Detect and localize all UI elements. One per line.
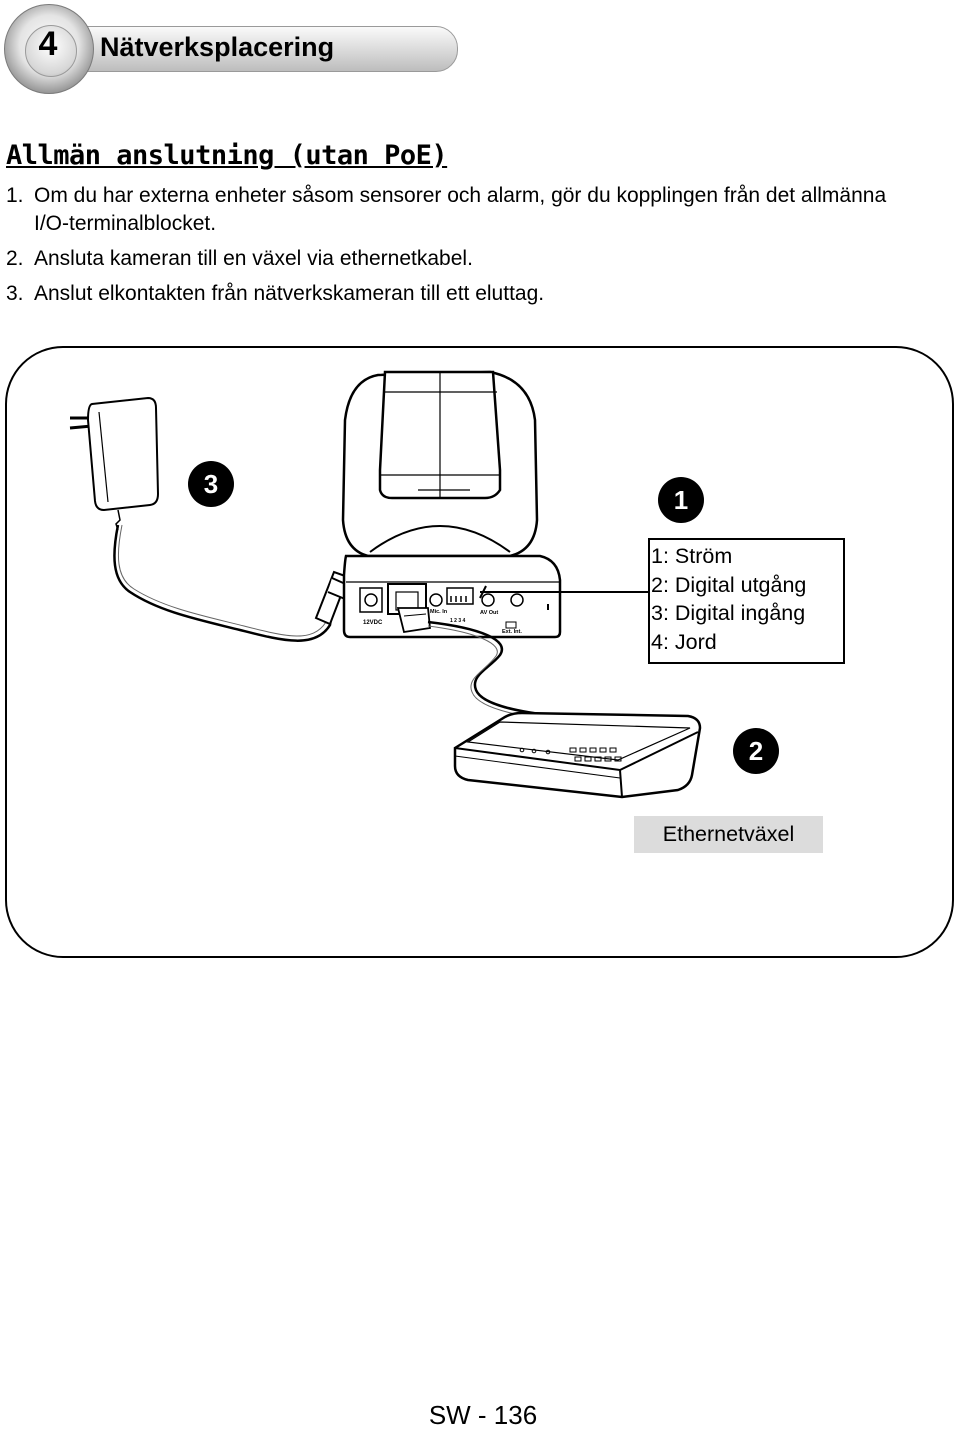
step-number: 2. [6, 247, 24, 270]
network-camera-icon [341, 370, 562, 639]
power-cable [113, 524, 336, 642]
step-text: Anslut elkontakten från nätverkskameran … [34, 282, 545, 305]
legend-item: 1: Ström [651, 544, 733, 568]
io-terminal-legend: 1: Ström 2: Digital utgång 3: Digital in… [648, 538, 845, 664]
legend-item: 2: Digital utgång [651, 572, 807, 597]
callout-badge-io: 1 [658, 477, 704, 523]
section-header: Nätverksplacering 4 [0, 0, 470, 100]
section-title-bar [60, 26, 458, 72]
power-cable [117, 524, 331, 637]
page-number: SW - 136 [428, 1400, 538, 1430]
section-number: 4 [38, 25, 58, 63]
io-callout-arrow [479, 585, 487, 599]
callout-badge-power: 3 [188, 461, 234, 507]
section-title: Nätverksplacering [100, 32, 335, 62]
port-label-mic-in: Mic. In [430, 609, 448, 615]
legend-item: 4: Jord [651, 629, 717, 654]
step-item: 1. Om du har externa enheter såsom senso… [6, 182, 926, 238]
step-text: Ansluta kameran till en växel via ethern… [34, 247, 473, 270]
step-list: 1. Om du har externa enheter såsom senso… [6, 182, 926, 315]
section-number-disc [4, 4, 94, 94]
power-adapter-icon [69, 396, 160, 531]
callout-badge-switch: 2 [733, 728, 779, 774]
port-label-av-out: AV Out [480, 610, 498, 616]
step-number: 1. [6, 184, 24, 207]
connection-diagram-frame [5, 346, 954, 958]
ethernet-cable [427, 620, 556, 718]
port-label-ext-int: Ext. Int. [502, 629, 522, 635]
ethernet-switch-icon [453, 711, 702, 799]
step-item: 2. Ansluta kameran till en växel via eth… [6, 245, 926, 273]
port-label-io-pins: 1 2 3 4 [450, 618, 466, 624]
step-number: 3. [6, 282, 24, 305]
step-item: 3. Anslut elkontakten från nätverkskamer… [6, 280, 926, 308]
port-label-12vdc: 12VDC [363, 620, 383, 626]
ethernet-plug-icon [396, 607, 431, 634]
switch-label: Ethernetväxel [634, 816, 823, 853]
page-heading: Allmän anslutning (utan PoE) [6, 140, 448, 171]
connection-diagram: 12VDC Mic. In AV Out 1 2 3 4 Ext. Int. [69, 370, 702, 799]
legend-item: 3: Digital ingång [651, 601, 806, 625]
ethernet-cable [427, 625, 553, 721]
step-text: Om du har externa enheter såsom sensorer… [34, 184, 887, 235]
